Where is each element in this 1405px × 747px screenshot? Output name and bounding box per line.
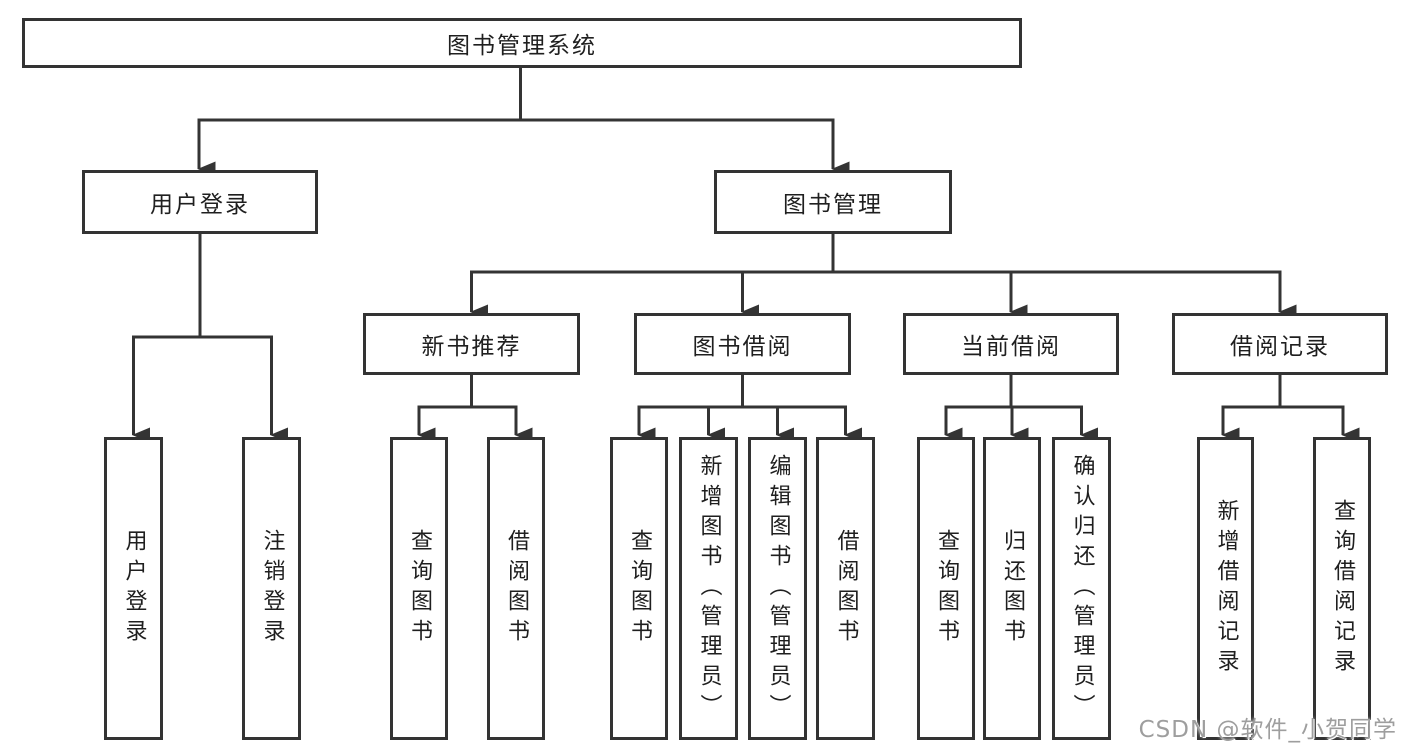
leaf-query-books-label: 查询图书: [627, 528, 652, 649]
node-library-management-system: 图书管理系统: [22, 18, 1022, 68]
node-book-borrowing: 图书借阅: [634, 313, 851, 375]
node-current-borrowing: 当前借阅: [903, 313, 1119, 375]
leaf-user-login-label: 用户登录: [121, 528, 147, 649]
node-book-management: 图书管理: [714, 170, 952, 234]
leaf-query-borrow-record: 查询借阅记录: [1313, 437, 1371, 740]
node-borrowing-records: 借阅记录: [1172, 313, 1388, 375]
leaf-add-books-admin-label: 新增图书（管理员）: [696, 453, 722, 724]
node-user-login: 用户登录: [82, 170, 318, 234]
leaf-add-borrow-record-label: 新增借阅记录: [1213, 498, 1239, 679]
leaf-query-books-label: 查询图书: [934, 528, 959, 649]
leaf-borrow-books-label: 借阅图书: [833, 528, 859, 649]
leaf-return-books-label: 归还图书: [1000, 528, 1025, 649]
leaf-edit-books-admin: 编辑图书（管理员）: [748, 437, 807, 740]
leaf-edit-books-admin-label: 编辑图书（管理员）: [765, 453, 791, 724]
leaf-query-books-label: 查询图书: [407, 528, 432, 649]
leaf-borrow-books-label: 借阅图书: [504, 528, 529, 649]
leaf-confirm-return-admin-label: 确认归还（管理员）: [1069, 453, 1095, 724]
node-new-book-recommendation: 新书推荐: [363, 313, 580, 375]
leaf-query-books: 查询图书: [917, 437, 975, 740]
leaf-query-books: 查询图书: [390, 437, 448, 740]
leaf-user-login: 用户登录: [104, 437, 163, 740]
leaf-borrow-books: 借阅图书: [816, 437, 875, 740]
leaf-query-borrow-record-label: 查询借阅记录: [1330, 498, 1355, 679]
leaf-add-books-admin: 新增图书（管理员）: [679, 437, 738, 740]
leaf-borrow-books: 借阅图书: [487, 437, 545, 740]
leaf-query-books: 查询图书: [610, 437, 668, 740]
leaf-return-books: 归还图书: [983, 437, 1041, 740]
leaf-add-borrow-record: 新增借阅记录: [1197, 437, 1254, 740]
csdn-watermark: CSDN @软件_小贺同学: [1138, 717, 1397, 743]
leaf-logout-login-label: 注销登录: [259, 528, 285, 649]
leaf-confirm-return-admin: 确认归还（管理员）: [1052, 437, 1111, 740]
leaf-logout-login: 注销登录: [242, 437, 301, 740]
